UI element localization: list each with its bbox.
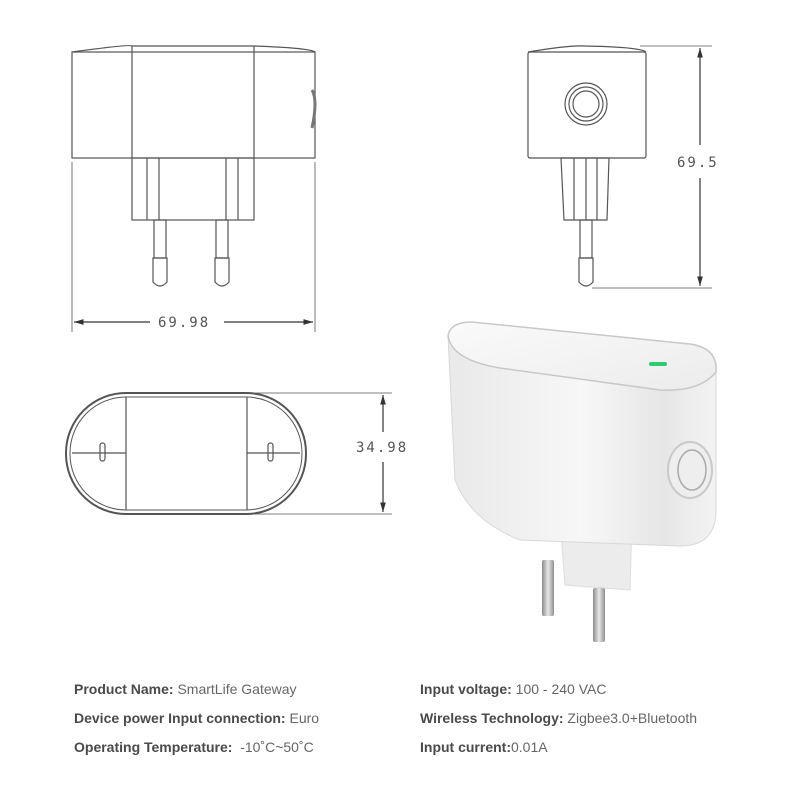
spec-product-name: Product Name: SmartLife Gateway xyxy=(74,681,297,697)
technical-drawing: 69.98 69.5 34.98 xyxy=(65,45,719,642)
side-view xyxy=(527,45,712,289)
spec-input-current: Input current:0.01A xyxy=(420,739,548,755)
spec-value: -10˚C~50˚C xyxy=(232,739,314,755)
top-view xyxy=(65,392,392,515)
spec-label: Input current: xyxy=(420,739,511,755)
spec-value: 0.01A xyxy=(511,739,548,755)
spec-power-connection: Device power Input connection: Euro xyxy=(74,710,319,726)
height-dimension-label: 69.5 xyxy=(677,155,719,171)
spec-label: Operating Temperature: xyxy=(74,739,233,755)
spec-value: SmartLife Gateway xyxy=(173,681,297,697)
spec-label: Wireless Technology: xyxy=(420,710,564,726)
spec-value: 100 - 240 VAC xyxy=(511,681,607,697)
spec-input-voltage: Input voltage: 100 - 240 VAC xyxy=(420,681,606,697)
front-view xyxy=(71,45,317,332)
spec-value: Zigbee3.0+Bluetooth xyxy=(563,710,698,726)
spec-label: Device power Input connection: xyxy=(74,710,286,726)
spec-operating-temperature: Operating Temperature: -10˚C~50˚C xyxy=(74,739,314,755)
spec-label: Input voltage: xyxy=(420,681,512,697)
depth-dimension-label: 34.98 xyxy=(356,440,408,456)
width-dimension-label: 69.98 xyxy=(158,315,210,331)
spec-label: Product Name: xyxy=(74,681,174,697)
status-led-icon xyxy=(649,362,667,366)
product-render xyxy=(447,321,717,642)
spec-value: Euro xyxy=(285,710,320,726)
power-button-icon xyxy=(667,441,713,499)
spec-wireless-technology: Wireless Technology: Zigbee3.0+Bluetooth xyxy=(420,710,697,726)
